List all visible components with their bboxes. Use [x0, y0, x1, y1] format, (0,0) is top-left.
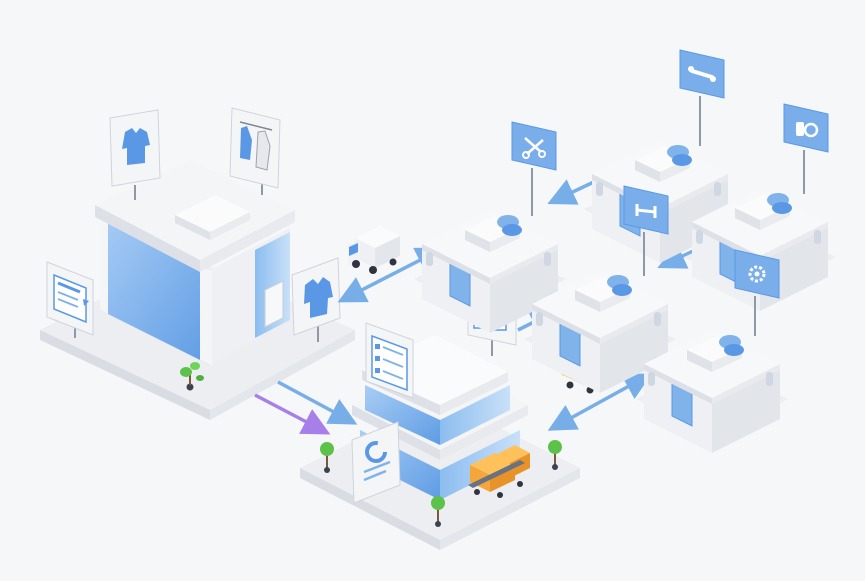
flow-arrows	[254, 178, 707, 435]
tank	[648, 372, 655, 386]
tank	[814, 230, 821, 244]
factory-sign	[783, 103, 829, 153]
tank	[536, 312, 543, 326]
tree	[548, 440, 562, 470]
tank	[766, 372, 773, 386]
tank	[696, 230, 703, 244]
tree	[431, 496, 445, 527]
garment-factory	[414, 121, 566, 333]
fabric-roll	[502, 224, 522, 236]
tank	[426, 252, 433, 266]
i-beam-icon	[635, 204, 657, 218]
bone-tool-icon	[688, 66, 716, 82]
warehouse-chart-sign	[351, 421, 401, 504]
fabric-roll	[612, 284, 632, 296]
tank	[654, 312, 661, 326]
tank	[596, 182, 603, 196]
warehouse-list-sign	[365, 322, 414, 399]
garment-factory	[524, 185, 676, 393]
document-list-sign	[46, 261, 94, 338]
gear-icon	[748, 265, 766, 283]
retail-store	[40, 160, 355, 420]
list-document-icon	[371, 334, 408, 392]
fabric-roll	[672, 154, 692, 166]
tank	[544, 252, 551, 266]
fabric-icon	[796, 122, 819, 138]
factory-sign	[734, 249, 780, 299]
tank	[714, 182, 721, 196]
factory-sign	[679, 49, 725, 99]
factory-sign	[511, 121, 557, 171]
scissors-icon	[522, 137, 546, 159]
factories	[414, 49, 836, 453]
jacket-icon	[304, 277, 333, 318]
jacket-sign	[291, 257, 341, 342]
tree	[180, 362, 204, 391]
hanger-clothes-icon	[239, 121, 273, 171]
shirt-icon	[122, 128, 150, 165]
hanger-sign	[229, 107, 281, 195]
document-list-icon	[53, 273, 89, 324]
cargo-cart	[468, 445, 530, 498]
tree	[320, 442, 334, 473]
fabric-roll	[724, 344, 744, 356]
shirt-sign	[109, 109, 161, 200]
garment-factory	[636, 249, 788, 453]
factory-sign	[623, 185, 669, 235]
fabric-roll	[772, 202, 792, 214]
chart-document-icon	[363, 441, 391, 482]
